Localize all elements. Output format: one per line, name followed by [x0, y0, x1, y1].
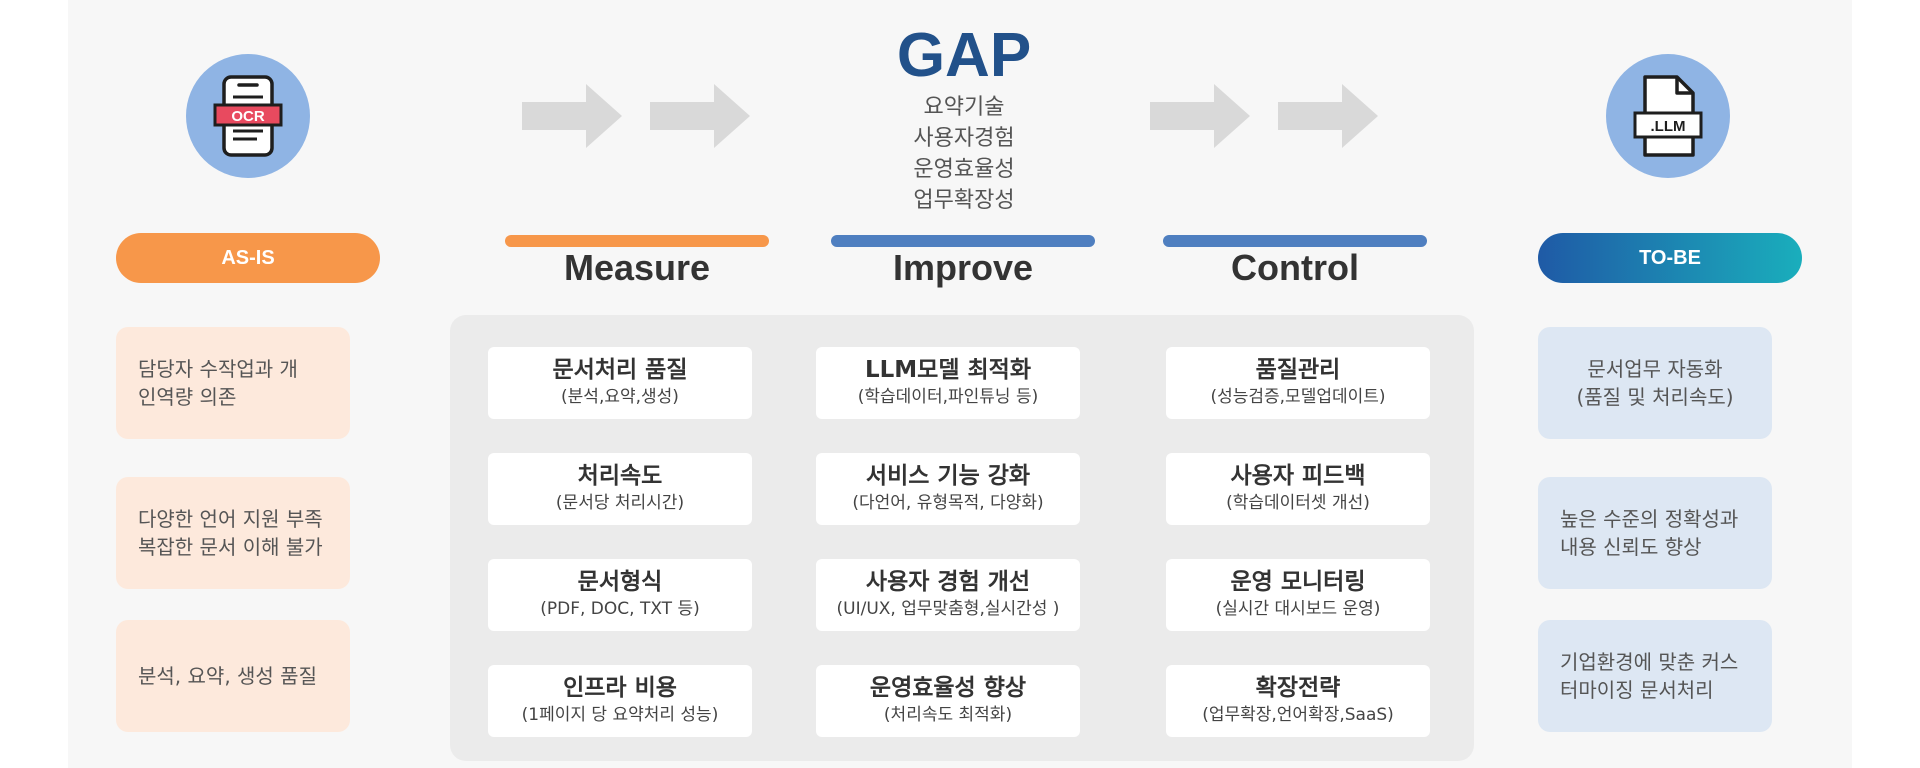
llm-icon-label: .LLM	[1651, 118, 1686, 135]
improve-card: LLM모델 최적화 (학습데이터,파인튜닝 등)	[816, 347, 1080, 419]
gap-title: GAP	[896, 21, 1032, 90]
card-subtitle: (PDF, DOC, TXT 등)	[540, 599, 700, 619]
tobe-item: 문서업무 자동화 (품질 및 처리속도)	[1538, 327, 1772, 439]
asis-item-text: 분석, 요약, 생성 품질	[138, 664, 317, 688]
card-title: 운영효율성 향상	[869, 675, 1027, 701]
gap-item: 요약기술	[923, 95, 1005, 120]
card-subtitle: (UI/UX, 업무맞춤형,실시간성 )	[836, 599, 1060, 619]
improve-card: 운영효율성 향상 (처리속도 최적화)	[816, 665, 1080, 737]
card-title: 서비스 기능 강화	[865, 463, 1031, 489]
card-title: LLM모델 최적화	[864, 357, 1031, 383]
llm-file-icon: .LLM	[1633, 75, 1703, 157]
tobe-item-text: 문서업무 자동화 (품질 및 처리속도)	[1576, 357, 1734, 409]
tobe-item: 기업환경에 맞춘 커스터마이징 문서처리	[1538, 620, 1772, 732]
control-title: Control	[1231, 247, 1359, 288]
right-arrow-icon	[522, 84, 622, 148]
ocr-document-icon: OCR	[213, 75, 283, 157]
asis-item: 분석, 요약, 생성 품질	[116, 620, 350, 732]
card-subtitle: (성능검증,모델업데이트)	[1210, 387, 1386, 407]
tobe-label: TO-BE	[1538, 233, 1802, 283]
card-title: 확장전략	[1255, 675, 1341, 701]
card-subtitle: (학습데이터셋 개선)	[1226, 493, 1370, 513]
asis-item-text: 담당자 수작업과 개인역량 의존	[138, 357, 298, 409]
gap-item: 운영효율성	[913, 157, 1015, 182]
measure-bar	[505, 235, 769, 247]
phase-panel: 문서처리 품질 (분석,요약,생성) 처리속도 (문서당 처리시간) 문서형식 …	[450, 315, 1474, 761]
card-title: 운영 모니터링	[1230, 569, 1366, 595]
card-subtitle: (처리속도 최적화)	[883, 705, 1013, 725]
improve-bar	[831, 235, 1095, 247]
measure-card: 처리속도 (문서당 처리시간)	[488, 453, 752, 525]
improve-card: 서비스 기능 강화 (다언어, 유형목적, 다양화)	[816, 453, 1080, 525]
asis-label: AS-IS	[116, 233, 380, 283]
improve-title: Improve	[892, 247, 1034, 288]
card-subtitle: (업무확장,언어확장,SaaS)	[1202, 705, 1394, 725]
card-subtitle: (실시간 대시보드 운영)	[1215, 599, 1381, 619]
card-title: 처리속도	[577, 463, 663, 489]
tobe-item-text: 높은 수준의 정확성과 내용 신뢰도 향상	[1560, 507, 1739, 559]
card-title: 인프라 비용	[563, 675, 677, 701]
card-title: 문서처리 품질	[552, 357, 688, 383]
gap-item: 업무확장성	[913, 188, 1015, 213]
control-card: 품질관리 (성능검증,모델업데이트)	[1166, 347, 1430, 419]
measure-card: 문서형식 (PDF, DOC, TXT 등)	[488, 559, 752, 631]
measure-card: 인프라 비용 (1페이지 당 요약처리 성능)	[488, 665, 752, 737]
asis-item: 담당자 수작업과 개인역량 의존	[116, 327, 350, 439]
right-arrow-icon	[1278, 84, 1378, 148]
card-subtitle: (1페이지 당 요약처리 성능)	[521, 705, 719, 725]
gap-item-list: 요약기술 사용자경험 운영효율성 업무확장성	[864, 92, 1064, 216]
llm-circle: .LLM	[1606, 54, 1730, 178]
right-arrow-icon	[1150, 84, 1250, 148]
measure-title: Measure	[563, 247, 711, 288]
card-subtitle: (다언어, 유형목적, 다양화)	[852, 493, 1044, 513]
card-title: 사용자 피드백	[1230, 463, 1366, 489]
ocr-circle: OCR	[186, 54, 310, 178]
ocr-icon-label: OCR	[231, 108, 265, 125]
measure-card: 문서처리 품질 (분석,요약,생성)	[488, 347, 752, 419]
control-card: 확장전략 (업무확장,언어확장,SaaS)	[1166, 665, 1430, 737]
gap-item: 사용자경험	[913, 126, 1015, 151]
asis-item-text: 다양한 언어 지원 부족 복잡한 문서 이해 불가	[138, 507, 323, 559]
card-subtitle: (문서당 처리시간)	[555, 493, 685, 513]
card-subtitle: (학습데이터,파인튜닝 등)	[857, 387, 1039, 407]
right-arrow-icon	[650, 84, 750, 148]
card-title: 사용자 경험 개선	[865, 569, 1031, 595]
asis-item: 다양한 언어 지원 부족 복잡한 문서 이해 불가	[116, 477, 350, 589]
control-card: 운영 모니터링 (실시간 대시보드 운영)	[1166, 559, 1430, 631]
card-title: 품질관리	[1255, 357, 1341, 383]
card-subtitle: (분석,요약,생성)	[561, 387, 679, 407]
control-bar	[1163, 235, 1427, 247]
control-card: 사용자 피드백 (학습데이터셋 개선)	[1166, 453, 1430, 525]
tobe-item: 높은 수준의 정확성과 내용 신뢰도 향상	[1538, 477, 1772, 589]
card-title: 문서형식	[577, 569, 663, 595]
improve-card: 사용자 경험 개선 (UI/UX, 업무맞춤형,실시간성 )	[816, 559, 1080, 631]
tobe-item-text: 기업환경에 맞춘 커스터마이징 문서처리	[1560, 650, 1739, 702]
